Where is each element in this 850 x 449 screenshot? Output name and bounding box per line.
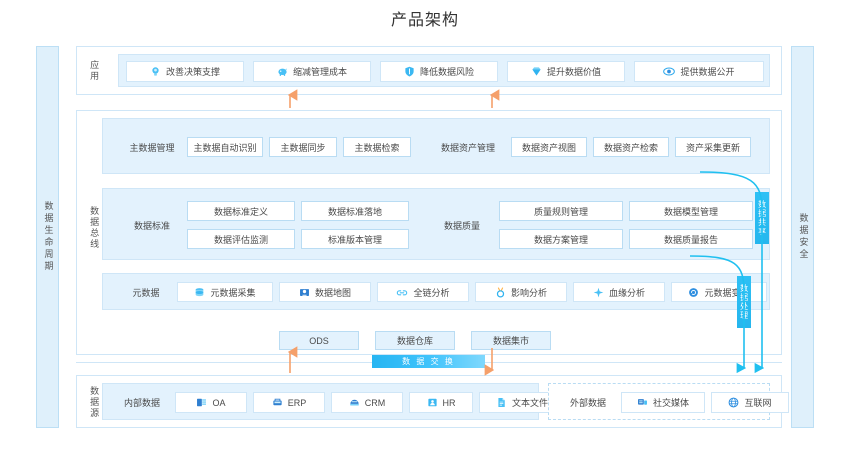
piggybank-icon <box>277 66 288 77</box>
storage-chip-ods[interactable]: ODS <box>279 331 359 350</box>
side-tab-data-share-label: 数据共享 <box>757 200 767 236</box>
data-quality-item[interactable]: 数据质量报告 <box>629 229 753 249</box>
data-quality-item[interactable]: 质量规则管理 <box>499 201 623 221</box>
side-tab-data-share[interactable]: 数据共享 <box>755 192 769 244</box>
app-chip-public-data[interactable]: 提供数据公开 <box>634 61 764 82</box>
data-standard-item[interactable]: 数据标准定义 <box>187 201 295 221</box>
data-asset-label: 数据资产管理 <box>440 142 495 153</box>
master-data-item[interactable]: 主数据同步 <box>269 137 337 157</box>
metadata-item-map[interactable]: 数据地图 <box>279 282 371 302</box>
side-tab-data-processing[interactable]: 数据处理 <box>737 276 751 328</box>
app-chip-improve-decision[interactable]: 改善决策支撑 <box>126 61 244 82</box>
source-chip-internet[interactable]: 互联网 <box>711 392 789 413</box>
data-asset-item[interactable]: 数据资产视图 <box>511 137 587 157</box>
medal-icon <box>495 286 506 298</box>
refresh-icon <box>688 287 699 298</box>
source-chip-label: 互联网 <box>744 398 772 408</box>
data-standard-item[interactable]: 标准版本管理 <box>301 229 409 249</box>
erp-icon <box>272 397 283 408</box>
metadata-item-label: 影响分析 <box>510 287 547 298</box>
master-data-item[interactable]: 主数据检索 <box>343 137 411 157</box>
source-chip-label: 社交媒体 <box>652 398 689 408</box>
source-chip-label: CRM <box>364 397 386 408</box>
app-chip-label: 降低数据风险 <box>419 67 474 77</box>
app-chip-improve-value[interactable]: 提升数据价值 <box>507 61 625 82</box>
app-chip-reduce-cost[interactable]: 缩减管理成本 <box>253 61 371 82</box>
source-chip-crm[interactable]: CRM <box>331 392 403 413</box>
metadata-item-lineage[interactable]: 血缘分析 <box>573 282 665 302</box>
hr-icon <box>427 397 438 408</box>
app-chip-label: 缩减管理成本 <box>292 67 347 77</box>
source-chip-social-media[interactable]: 社交媒体 <box>621 392 705 413</box>
metadata-item-label: 血缘分析 <box>608 287 645 298</box>
data-quality-item[interactable]: 数据模型管理 <box>629 201 753 221</box>
shield-icon <box>404 66 415 77</box>
metadata-label: 元数据 <box>132 287 160 298</box>
master-data-label: 主数据管理 <box>129 142 175 153</box>
metadata-item-label: 全链分析 <box>413 287 450 298</box>
source-chip-hr[interactable]: HR <box>409 392 473 413</box>
data-standard-item[interactable]: 数据标准落地 <box>301 201 409 221</box>
side-tab-data-processing-label: 数据处理 <box>739 284 749 320</box>
data-standard-item[interactable]: 数据评估监测 <box>187 229 295 249</box>
link-icon <box>396 287 408 298</box>
application-row-label: 应用 <box>89 60 100 82</box>
metadata-item-impact[interactable]: 影响分析 <box>475 282 567 302</box>
source-chip-erp[interactable]: ERP <box>253 392 325 413</box>
data-quality-item[interactable]: 数据方案管理 <box>499 229 623 249</box>
source-chip-label: OA <box>212 397 226 408</box>
metadata-item-change[interactable]: 元数据变更 <box>671 282 767 302</box>
map-icon <box>299 287 310 298</box>
source-chip-oa[interactable]: OA <box>175 392 247 413</box>
data-bus-row-label: 数据总线 <box>89 206 100 250</box>
storage-chip-mart[interactable]: 数据集市 <box>471 331 551 350</box>
social-icon <box>637 397 648 408</box>
document-icon <box>496 397 507 408</box>
source-chip-label: HR <box>442 397 456 408</box>
external-source-label: 外部数据 <box>569 397 606 408</box>
metadata-item-collect[interactable]: 元数据采集 <box>177 282 273 302</box>
band-data-security: 数据安全 <box>791 46 814 428</box>
app-chip-label: 改善决策支撑 <box>165 67 220 77</box>
metadata-strip: 元数据 元数据采集 数据地图 全链分析 影响分析 血缘分析 元数据变更 <box>102 273 770 310</box>
globe-icon <box>728 397 739 408</box>
oa-icon <box>196 397 207 408</box>
band-data-security-label: 数据安全 <box>798 213 809 261</box>
data-source-row-label: 数据源 <box>89 385 100 419</box>
database-icon <box>194 287 205 298</box>
data-exchange-badge: 数 据 交 换 <box>372 355 485 368</box>
page-title: 产品架构 <box>390 12 459 29</box>
source-chip-label: 文本文件 <box>511 398 548 408</box>
band-data-lifecycle-label: 数据生命周期 <box>43 201 54 273</box>
metadata-item-label: 数据地图 <box>314 287 351 298</box>
storage-chip-warehouse[interactable]: 数据仓库 <box>375 331 455 350</box>
data-asset-item[interactable]: 数据资产检索 <box>593 137 669 157</box>
master-data-item[interactable]: 主数据自动识别 <box>187 137 263 157</box>
internal-source-strip: 内部数据 OA ERP CRM HR 文本文件 <box>102 383 565 420</box>
source-chip-label: ERP <box>287 397 307 408</box>
data-quality-label: 数据质量 <box>443 220 480 231</box>
crm-icon <box>349 397 360 408</box>
lightbulb-icon <box>150 66 161 77</box>
app-chip-label: 提升数据价值 <box>546 67 601 77</box>
source-chip-text-file[interactable]: 文本文件 <box>479 392 565 413</box>
data-asset-item[interactable]: 资产采集更新 <box>675 137 751 157</box>
metadata-item-chain[interactable]: 全链分析 <box>377 282 469 302</box>
app-chip-label: 提供数据公开 <box>680 67 735 77</box>
master-data-strip: 主数据管理 主数据自动识别 主数据同步 主数据检索 数据资产管理 数据资产视图 … <box>102 118 770 174</box>
application-strip: 改善决策支撑 缩减管理成本 降低数据风险 提升数据价值 提供数据公开 <box>118 54 770 87</box>
external-source-strip: 外部数据 社交媒体 互联网 <box>548 383 789 420</box>
data-standard-quality-strip: 数据标准 数据标准定义 数据标准落地 数据评估监测 标准版本管理 数据质量 质量… <box>102 188 770 260</box>
eye-icon <box>663 66 676 77</box>
app-chip-reduce-risk[interactable]: 降低数据风险 <box>380 61 498 82</box>
internal-source-label: 内部数据 <box>123 397 160 408</box>
band-data-lifecycle: 数据生命周期 <box>36 46 59 428</box>
diamond-icon <box>531 66 542 77</box>
metadata-item-label: 元数据采集 <box>210 287 256 298</box>
data-standard-label: 数据标准 <box>133 220 170 231</box>
spark-icon <box>593 287 604 298</box>
